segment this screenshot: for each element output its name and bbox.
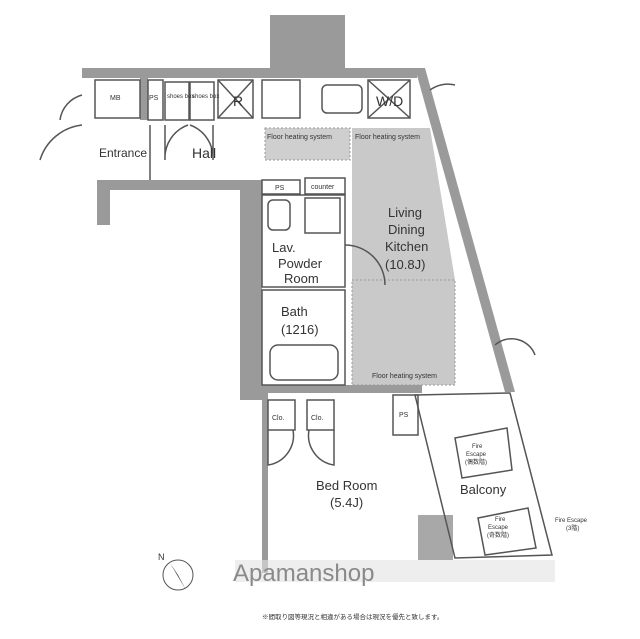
watermark-band (235, 560, 555, 582)
closet-label: Clo. (272, 415, 285, 422)
ldk-label: Living (388, 205, 422, 220)
lav-label: Powder (278, 256, 323, 271)
walls (82, 15, 515, 573)
fire-escape-odd: Fire (495, 517, 506, 523)
fire-escape-odd: Escape (488, 525, 509, 531)
partitions (39, 79, 553, 559)
floor-heating-zone-hall (264, 127, 351, 161)
watermark: Apamanshop (233, 560, 374, 587)
labels-small: MB PS shoes box shoes box Floor heating … (110, 94, 588, 539)
ldk-size: (10.8J) (385, 257, 425, 272)
floor-heating-zone-ldk-lower (351, 279, 456, 386)
shoes-box-label: shoes box (167, 94, 194, 100)
floor-heating-label: Floor heating system (372, 373, 437, 380)
bath-size: (1216) (281, 322, 319, 337)
ps-bed-label: PS (399, 412, 409, 419)
ps-mid-label: PS (275, 185, 285, 192)
entrance-label: Entrance (99, 146, 147, 160)
footnote: ※間取り図等現況と相違がある場合は現況を優先と致します。 (262, 612, 443, 621)
fire-escape-even: Fire (472, 444, 483, 450)
counter-label: counter (311, 184, 335, 191)
floor-heating-label: Floor heating system (355, 134, 420, 141)
mb-label: MB (110, 95, 121, 102)
shoes-box-label: shoes box (192, 94, 219, 100)
hall-label: Hall (192, 145, 216, 161)
compass-icon: N (158, 552, 194, 591)
closet-label: Clo. (311, 415, 324, 422)
fire-escape-3f: Fire Escape (555, 518, 588, 524)
fire-escape-odd: (奇数階) (487, 531, 509, 539)
ps-top-label: PS (149, 95, 159, 102)
ldk-label: Dining (388, 222, 425, 237)
bath-label: Bath (281, 304, 308, 319)
labels-rooms: R W/D Entrance Hall Living Dining Kitche… (99, 93, 507, 510)
bedroom-size: (5.4J) (330, 495, 363, 510)
fire-escape-3f: (3階) (566, 524, 579, 532)
fire-escape-even: (偶数階) (465, 458, 487, 466)
compass-north: N (158, 552, 165, 562)
floor-heating-label: Floor heating system (267, 134, 332, 141)
refrigerator-label: R (233, 93, 243, 109)
ldk-label: Kitchen (385, 239, 428, 254)
fire-escape-even: Escape (466, 452, 487, 458)
balcony-label: Balcony (460, 482, 507, 497)
lav-label: Room (284, 271, 319, 286)
lav-label: Lav. (272, 240, 296, 255)
bedroom-label: Bed Room (316, 478, 377, 493)
washer-dryer-label: W/D (376, 93, 403, 109)
